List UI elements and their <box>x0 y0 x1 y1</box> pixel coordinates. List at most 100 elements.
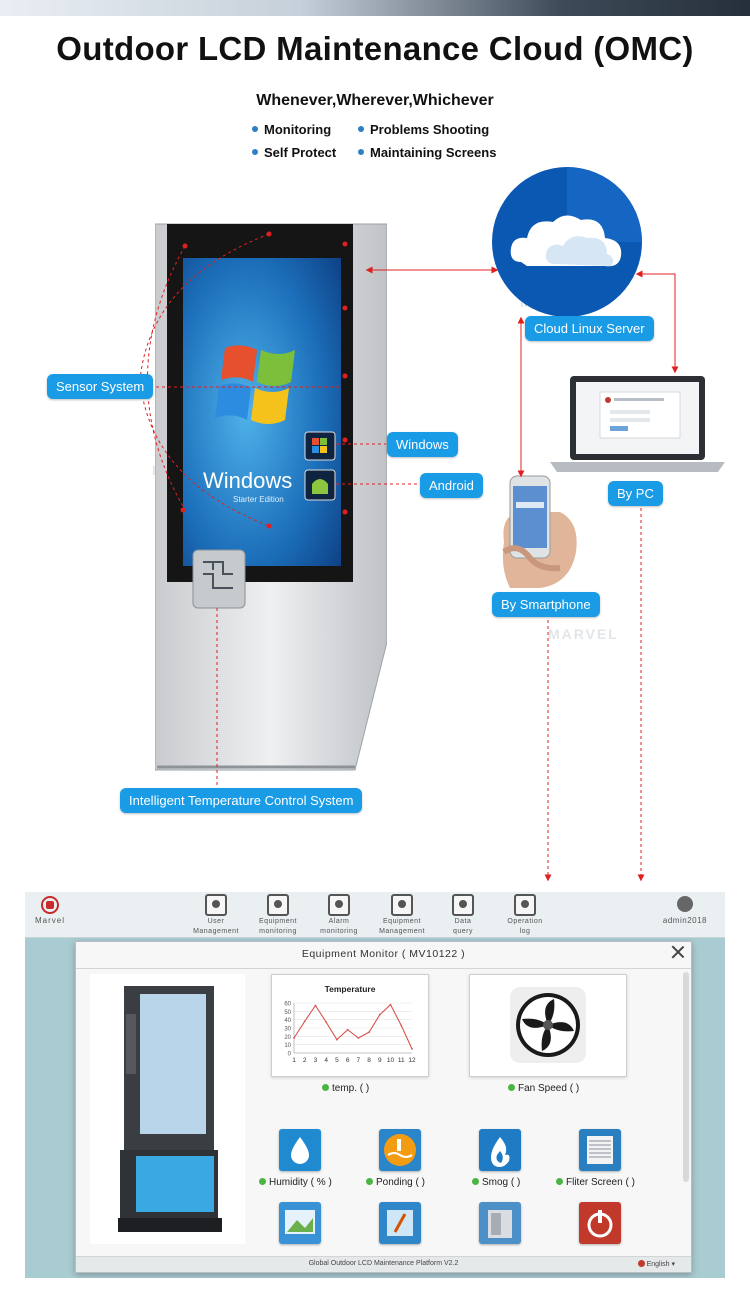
language-selector[interactable]: English ▾ <box>638 1260 675 1268</box>
feature-monitoring: Monitoring <box>252 122 331 137</box>
humidity-icon <box>291 1137 309 1164</box>
x-tick-label: 4 <box>324 1057 328 1064</box>
smog-icon <box>491 1137 510 1167</box>
app-logo: Marvel <box>33 896 67 925</box>
scrollbar[interactable] <box>683 972 689 1182</box>
x-tick-label: 7 <box>357 1057 361 1064</box>
ponding-sensor-card[interactable] <box>379 1129 421 1171</box>
sensor-label: Ponding ( ) <box>376 1177 425 1188</box>
sensor-label: Fliter Screen ( ) <box>566 1177 635 1188</box>
touch-screen-icon <box>387 1210 413 1236</box>
screen-os-name: Windows <box>203 468 292 493</box>
divider <box>76 968 691 969</box>
user-management-icon <box>205 894 227 916</box>
series-line <box>293 1003 413 1050</box>
smog-sensor-card[interactable] <box>479 1129 521 1171</box>
sensor-card[interactable] <box>279 1202 321 1244</box>
sensor-card[interactable] <box>579 1202 621 1244</box>
language-label: English <box>646 1261 670 1268</box>
data-point <box>293 1037 295 1039</box>
kiosk-illustration: Windows Starter Edition <box>155 223 387 771</box>
status-dot-icon <box>259 1178 266 1185</box>
nav-label: Equipment <box>259 918 297 925</box>
cloud-server-icon <box>492 167 642 317</box>
laptop-icon <box>550 376 725 472</box>
nav-label: Management <box>379 928 425 935</box>
data-point <box>336 1038 338 1041</box>
page-subtitle: Whenever,Wherever,Whichever <box>256 92 494 109</box>
humidity-sensor-card[interactable] <box>279 1129 321 1171</box>
nav-label: Data <box>454 918 472 925</box>
y-tick-label: 50 <box>284 1010 291 1016</box>
fan-speed-caption-text: Fan Speed ( ) <box>518 1083 580 1094</box>
filter-screen-icon <box>587 1136 613 1164</box>
nav-label: Equipment <box>383 918 421 925</box>
fan-speed-tile[interactable] <box>469 974 627 1077</box>
data-point <box>346 1028 349 1031</box>
temperature-control-label: Intelligent Temperature Control System <box>120 788 363 813</box>
watermark: MARVEL <box>548 626 619 642</box>
equipment-management-icon <box>391 894 413 916</box>
operation-log-icon <box>514 894 536 916</box>
nav-alarm-monitoring[interactable]: Alarm monitoring <box>308 894 370 936</box>
ponding-caption: Ponding ( ) <box>366 1177 425 1188</box>
avatar <box>676 896 693 912</box>
door-icon <box>488 1210 512 1238</box>
feature-self-protect: Self Protect <box>252 145 336 160</box>
x-tick-label: 3 <box>314 1057 318 1064</box>
x-tick-label: 9 <box>378 1057 382 1064</box>
equipment-monitoring-icon <box>267 894 289 916</box>
sensor-card[interactable] <box>379 1202 421 1244</box>
dialog-title: Equipment Monitor ( MV10122 ) <box>301 948 466 960</box>
platform-version: Global Outdoor LCD Maintenance Platform … <box>308 1260 459 1267</box>
connector-lines <box>139 231 679 882</box>
y-tick-label: 30 <box>284 1027 291 1033</box>
nav-equipment-monitoring[interactable]: Equipment monitoring <box>247 894 309 936</box>
screen-os-edition: Starter Edition <box>233 495 284 504</box>
status-dot-icon <box>508 1084 515 1091</box>
power-icon <box>587 1210 613 1238</box>
fan-icon <box>510 987 586 1063</box>
equipment-monitor-dialog: Equipment Monitor ( MV10122 ) Temperatur… <box>75 941 692 1273</box>
status-dot-icon <box>322 1084 329 1091</box>
feature-maintaining-screens: Maintaining Screens <box>358 145 496 160</box>
nav-user-management[interactable]: User Management <box>185 894 247 936</box>
data-point <box>303 1020 306 1023</box>
data-point <box>368 1031 370 1034</box>
nav-equipment-management[interactable]: Equipment Management <box>371 894 433 936</box>
equipment-image <box>90 974 245 1244</box>
top-banner <box>0 0 750 16</box>
temp-caption-text: temp. ( ) <box>332 1083 370 1094</box>
alarm-monitoring-icon <box>328 894 350 916</box>
x-tick-label: 1 <box>292 1057 296 1064</box>
temp-caption: temp. ( ) <box>322 1083 369 1094</box>
nav-operation-log[interactable]: Operation log <box>494 894 556 936</box>
nav-label: monitoring <box>259 928 297 935</box>
user-menu[interactable]: admin2018 <box>663 896 707 925</box>
data-point <box>400 1024 403 1027</box>
sensor-label: Smog ( ) <box>482 1177 521 1188</box>
logo-text: Marvel <box>34 916 65 925</box>
close-icon[interactable] <box>670 944 686 960</box>
dialog-footer: Global Outdoor LCD Maintenance Platform … <box>76 1256 691 1272</box>
status-dot-icon <box>366 1178 373 1185</box>
smartphone-icon <box>502 475 577 588</box>
nav-data-query[interactable]: Data query <box>432 894 494 936</box>
x-tick-label: 2 <box>303 1057 307 1064</box>
feature-problems-shooting: Problems Shooting <box>358 122 489 137</box>
monitoring-app-window: Marvel User Management Equipment monitor… <box>25 892 725 1278</box>
data-point <box>411 1047 413 1050</box>
android-label: Android <box>420 473 483 498</box>
sensor-card[interactable] <box>479 1202 521 1244</box>
nav-label: Alarm <box>328 918 350 925</box>
sensor-system-label: Sensor System <box>47 374 154 399</box>
filter-screen-sensor-card[interactable] <box>579 1129 621 1171</box>
chart-title: Temperature <box>324 984 376 994</box>
x-tick-label: 6 <box>346 1057 350 1064</box>
fan-speed-caption: Fan Speed ( ) <box>508 1083 579 1094</box>
ponding-icon <box>384 1134 416 1166</box>
data-point <box>325 1021 328 1024</box>
by-smartphone-label: By Smartphone <box>492 592 600 617</box>
x-tick-label: 12 <box>408 1057 416 1064</box>
